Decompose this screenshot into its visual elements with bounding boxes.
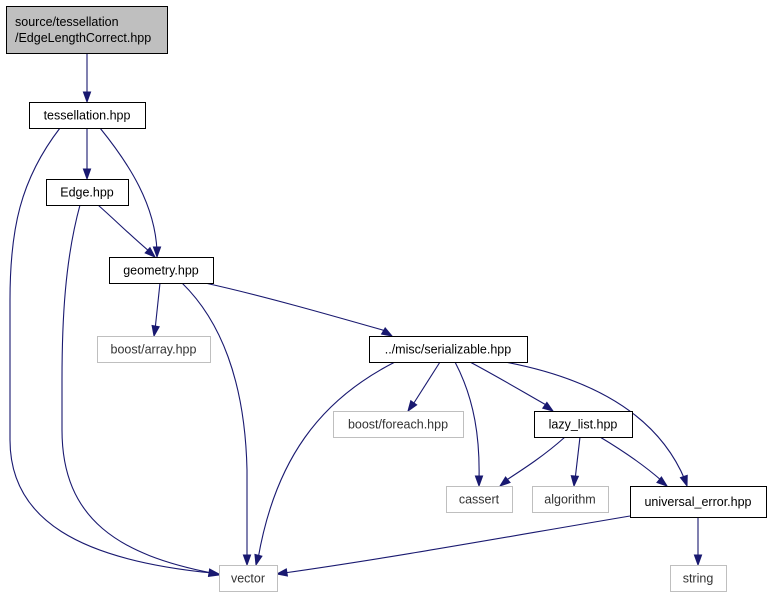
arrowhead-icon bbox=[679, 474, 688, 488]
node-box bbox=[369, 336, 528, 363]
arrowhead-icon bbox=[152, 246, 162, 259]
edge-lazy_list-to-algorithm bbox=[570, 436, 581, 488]
arrowhead-icon bbox=[151, 324, 160, 338]
node-label: source/tessellation bbox=[15, 15, 119, 29]
arrowhead-icon bbox=[254, 553, 263, 567]
node-label: vector bbox=[231, 572, 265, 586]
arrowhead-icon bbox=[693, 554, 703, 567]
node-label: universal_error.hpp bbox=[644, 495, 751, 509]
node-serializable[interactable]: ../misc/serializable.hpp bbox=[369, 336, 528, 363]
edge-edge-to-geometry bbox=[97, 204, 157, 258]
edge-universal_error-to-vector bbox=[275, 515, 631, 577]
node-universal-error[interactable]: universal_error.hpp bbox=[630, 486, 767, 518]
node-tessellation[interactable]: tessellation.hpp bbox=[29, 102, 146, 129]
edge-serializable-to-boost_foreach bbox=[407, 361, 441, 413]
node-geometry[interactable]: geometry.hpp bbox=[109, 257, 214, 284]
edge-line bbox=[411, 361, 441, 407]
edge-line bbox=[181, 282, 248, 559]
node-vector: vector bbox=[219, 565, 278, 592]
edge-serializable-to-universal_error bbox=[504, 361, 688, 488]
arrowhead-icon bbox=[275, 568, 289, 577]
edge-geometry-to-vector bbox=[181, 282, 252, 567]
node-box bbox=[109, 257, 214, 284]
node-box bbox=[333, 411, 464, 438]
edge-line bbox=[97, 204, 151, 253]
edge-lazy_list-to-universal_error bbox=[599, 436, 669, 487]
arrowhead-icon bbox=[82, 91, 92, 104]
edge-serializable-to-cassert bbox=[454, 361, 484, 488]
edge-root-to-tessellation bbox=[82, 53, 92, 104]
arrowhead-icon bbox=[541, 401, 555, 412]
node-edge[interactable]: Edge.hpp bbox=[46, 179, 129, 206]
edge-geometry-to-boost_array bbox=[151, 282, 161, 338]
node-box bbox=[29, 102, 146, 129]
edge-line bbox=[154, 282, 161, 331]
edge-line bbox=[204, 282, 387, 332]
node-box bbox=[630, 486, 767, 518]
edge-line bbox=[9, 127, 213, 574]
edge-tessellation-to-edge bbox=[82, 128, 92, 181]
edge-serializable-to-vector bbox=[254, 361, 396, 567]
node-box bbox=[97, 336, 211, 363]
node-label: cassert bbox=[459, 493, 500, 507]
node-box bbox=[6, 6, 168, 54]
edge-line bbox=[454, 361, 480, 481]
node-label: lazy_list.hpp bbox=[549, 418, 618, 432]
arrowhead-icon bbox=[656, 476, 669, 487]
arrowhead-icon bbox=[474, 475, 484, 488]
node-label: algorithm bbox=[544, 493, 595, 507]
edge-geometry-to-serializable bbox=[204, 282, 394, 337]
edge-lazy_list-to-cassert bbox=[498, 436, 566, 487]
node-box bbox=[46, 179, 129, 206]
edge-universal_error-to-string bbox=[693, 517, 703, 567]
arrowhead-icon bbox=[82, 168, 92, 181]
node-label: geometry.hpp bbox=[123, 264, 199, 278]
node-box bbox=[219, 565, 278, 592]
edge-edge-to-vector bbox=[61, 204, 221, 578]
node-lazy-list[interactable]: lazy_list.hpp bbox=[534, 411, 633, 438]
node-algorithm: algorithm bbox=[532, 486, 609, 513]
arrowhead-icon bbox=[207, 568, 221, 578]
node-root[interactable]: source/tessellation/EdgeLengthCorrect.hp… bbox=[6, 6, 168, 54]
node-label: Edge.hpp bbox=[60, 186, 114, 200]
node-label: /EdgeLengthCorrect.hpp bbox=[15, 31, 151, 45]
node-box bbox=[446, 486, 513, 513]
arrowhead-icon bbox=[570, 475, 580, 488]
node-boost-foreach: boost/foreach.hpp bbox=[333, 411, 464, 438]
edge-line bbox=[599, 436, 663, 482]
edge-tessellation-to-geometry bbox=[99, 127, 162, 259]
edges-layer bbox=[9, 53, 703, 578]
edge-serializable-to-lazy_list bbox=[469, 361, 555, 412]
edge-line bbox=[61, 204, 213, 574]
node-boost-array: boost/array.hpp bbox=[97, 336, 211, 363]
arrowhead-icon bbox=[498, 476, 511, 487]
edge-line bbox=[257, 361, 396, 560]
edge-line bbox=[99, 127, 158, 252]
edge-line bbox=[504, 361, 686, 481]
node-box bbox=[670, 565, 727, 592]
node-label: tessellation.hpp bbox=[44, 109, 131, 123]
edge-line bbox=[469, 361, 549, 407]
node-cassert: cassert bbox=[446, 486, 513, 513]
edge-line bbox=[504, 436, 566, 482]
arrowhead-icon bbox=[242, 554, 252, 567]
node-label: boost/foreach.hpp bbox=[348, 418, 448, 432]
node-box bbox=[532, 486, 609, 513]
node-box bbox=[534, 411, 633, 438]
nodes-layer: source/tessellation/EdgeLengthCorrect.hp… bbox=[6, 6, 767, 592]
node-label: string bbox=[683, 572, 714, 586]
node-label: ../misc/serializable.hpp bbox=[385, 343, 511, 357]
arrowhead-icon bbox=[407, 399, 418, 413]
arrowhead-icon bbox=[144, 246, 157, 258]
arrowhead-icon bbox=[380, 326, 394, 337]
node-label: boost/array.hpp bbox=[111, 343, 197, 357]
node-string: string bbox=[670, 565, 727, 592]
edge-line bbox=[283, 515, 631, 574]
edge-line bbox=[574, 436, 581, 481]
